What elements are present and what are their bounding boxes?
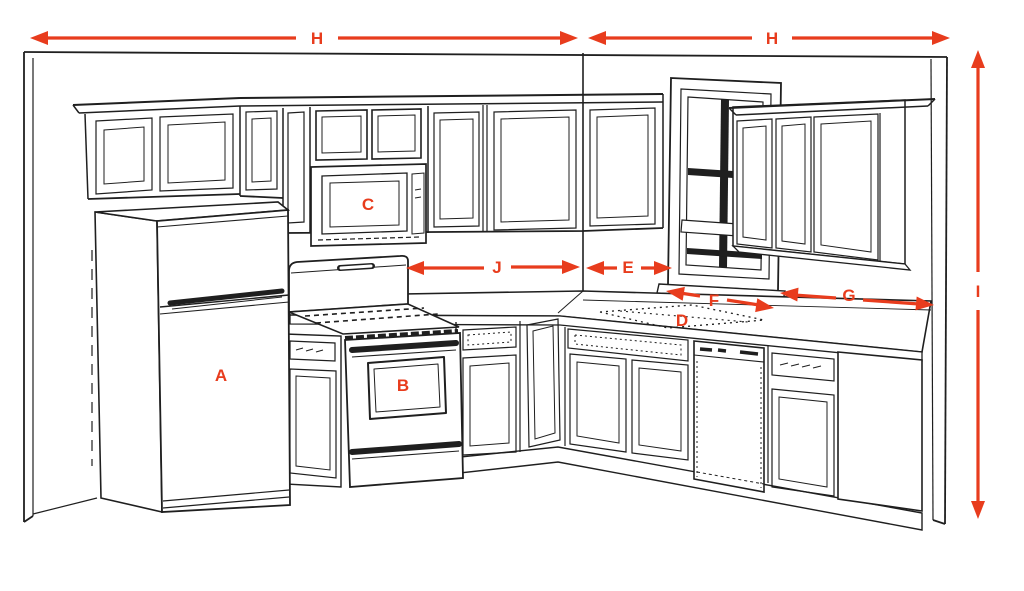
base-cabinets-left-run	[455, 318, 561, 457]
microwave-cabinet	[315, 106, 429, 233]
dim-arrow-g: G	[780, 286, 934, 311]
dim-arrow-f: F	[666, 286, 774, 313]
appliance-labels: A B C D	[215, 195, 688, 395]
refrigerator	[94, 201, 291, 514]
dim-label-f: F	[709, 291, 719, 310]
label-microwave: C	[362, 195, 374, 214]
dim-label-g: G	[842, 286, 855, 305]
dim-arrow-j: J	[406, 258, 580, 277]
base-cabinets-right-run	[564, 327, 923, 512]
microwave	[310, 163, 427, 247]
dim-arrow-i: I	[971, 50, 985, 519]
dim-label-e: E	[622, 258, 633, 277]
dim-label-i: I	[976, 282, 981, 301]
dim-arrow-h-right: H	[588, 29, 950, 48]
label-range: B	[397, 376, 409, 395]
dim-label-h-right: H	[766, 29, 778, 48]
label-sink: D	[676, 311, 688, 330]
label-refrigerator: A	[215, 366, 227, 385]
dim-arrow-e: E	[586, 258, 672, 277]
sink-outline	[599, 304, 765, 329]
filler-base-cabinet	[284, 333, 342, 488]
upper-cabinets-left-wall	[72, 97, 241, 200]
dim-label-j: J	[492, 258, 501, 277]
dim-label-h-left: H	[311, 29, 323, 48]
walls	[23, 51, 948, 525]
sink-base-cabinet	[567, 328, 689, 461]
dim-arrow-h-left: H	[30, 29, 578, 48]
dishwasher	[693, 340, 765, 493]
dimension-arrows: H H I J	[30, 29, 985, 519]
upper-cabinets-back-wall	[239, 93, 664, 247]
range-oven	[288, 254, 464, 488]
upper-cabinet-right-wall	[728, 98, 936, 271]
